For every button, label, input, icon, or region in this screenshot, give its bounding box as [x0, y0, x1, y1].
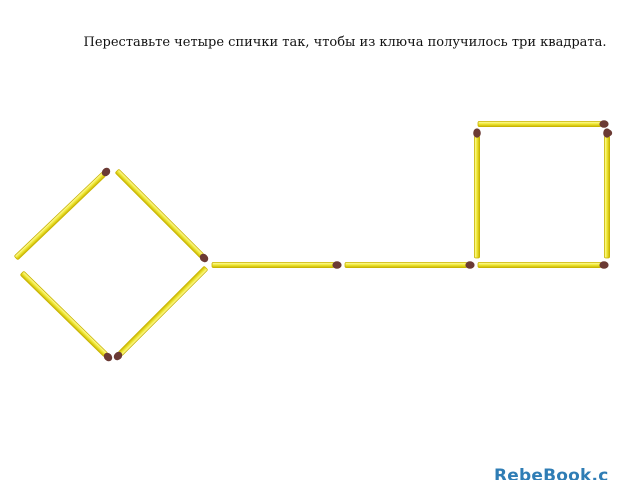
- match-stick: [211, 262, 335, 268]
- puzzle-instruction: Переставьте четыре спички так, чтобы из …: [83, 35, 607, 50]
- match-stick: [20, 271, 108, 357]
- match-head: [332, 261, 342, 269]
- match-diamond-lower-right[interactable]: [112, 265, 209, 362]
- match-head: [113, 351, 123, 361]
- match-head: [199, 253, 209, 263]
- match-stick: [14, 172, 106, 260]
- match-head: [101, 167, 111, 177]
- match-diamond-upper-left[interactable]: [13, 166, 112, 261]
- match-stick: [344, 262, 468, 268]
- match-head: [465, 261, 475, 269]
- matches-layer: [13, 120, 613, 363]
- match-head: [473, 128, 481, 138]
- match-head: [599, 120, 609, 128]
- match-stick: [477, 121, 602, 127]
- match-head: [103, 352, 113, 362]
- match-square-top[interactable]: [477, 120, 609, 128]
- match-head: [603, 129, 613, 137]
- match-stick: [115, 169, 204, 258]
- match-shaft-right[interactable]: [344, 261, 475, 269]
- match-stick: [474, 135, 480, 259]
- match-square-right[interactable]: [603, 128, 611, 259]
- match-stick: [118, 266, 208, 356]
- match-stick: [477, 262, 602, 268]
- match-shaft-left[interactable]: [211, 261, 342, 269]
- match-square-bottom[interactable]: [477, 261, 609, 269]
- site-watermark: RebeBook.c: [494, 466, 609, 480]
- match-diamond-upper-right[interactable]: [114, 168, 210, 264]
- match-diamond-lower-left[interactable]: [19, 270, 114, 363]
- match-square-left[interactable]: [473, 128, 481, 259]
- match-head: [599, 261, 609, 269]
- match-stick: [604, 135, 610, 259]
